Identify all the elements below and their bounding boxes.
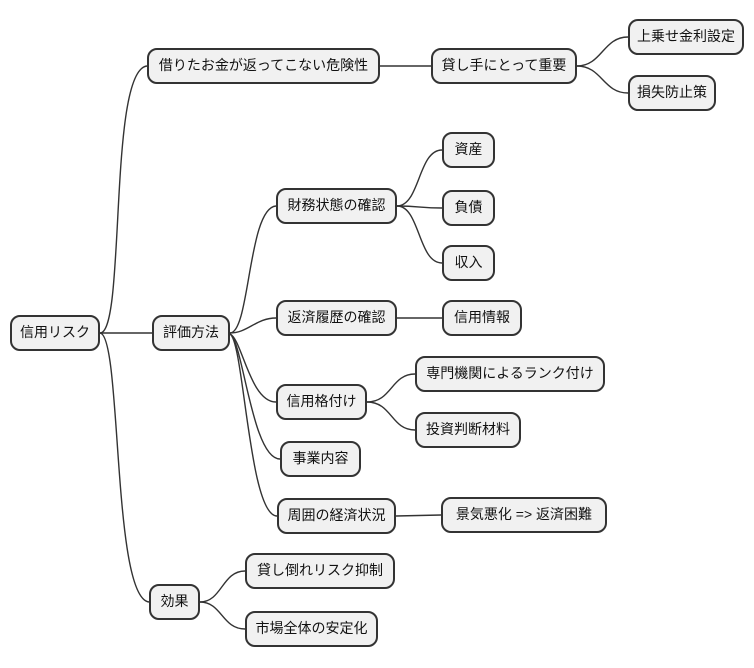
node-liabilities: 負債 — [442, 190, 495, 226]
node-market-stability: 市場全体の安定化 — [245, 611, 378, 647]
node-assets: 資産 — [442, 132, 495, 168]
edge-lender-markup-interest — [576, 36, 629, 67]
edge-effects-default-risk — [199, 570, 246, 603]
edge-evaluation-economy — [229, 333, 278, 517]
node-lender-importance: 貸し手にとって重要 — [431, 48, 577, 84]
edge-evaluation-repayment — [229, 317, 277, 334]
edge-rating-investment — [366, 401, 416, 431]
node-credit-info: 信用情報 — [442, 300, 522, 336]
edge-financial-income — [396, 205, 443, 264]
edge-rating-agency — [366, 373, 416, 403]
edge-root-risk-description — [99, 65, 148, 334]
edge-financial-assets — [396, 149, 443, 207]
node-evaluation-methods: 評価方法 — [152, 315, 230, 351]
edge-root-effects — [99, 332, 150, 603]
node-markup-interest: 上乗せ金利設定 — [628, 19, 744, 55]
node-income: 収入 — [442, 245, 495, 281]
node-credit-rating: 信用格付け — [276, 384, 367, 420]
node-investment-material: 投資判断材料 — [415, 412, 521, 448]
node-loss-prevention: 損失防止策 — [628, 75, 716, 111]
node-recession-difficulty: 景気悪化 => 返済困難 — [441, 497, 607, 533]
node-agency-ranking: 専門機関によるランク付け — [415, 356, 605, 392]
node-economic-conditions: 周囲の経済状況 — [277, 498, 396, 534]
node-root: 信用リスク — [10, 315, 100, 351]
edge-economy-recession — [395, 514, 442, 517]
edge-evaluation-financial — [229, 205, 277, 334]
node-financial-check: 財務状態の確認 — [276, 188, 397, 224]
edge-effects-market-stability — [199, 601, 246, 630]
edge-lender-loss-prevention — [576, 65, 629, 94]
node-business-content: 事業内容 — [280, 441, 361, 477]
edge-evaluation-rating — [229, 333, 277, 403]
node-repayment-history: 返済履歴の確認 — [276, 300, 397, 336]
node-effects: 効果 — [149, 584, 200, 620]
node-default-risk-control: 貸し倒れリスク抑制 — [245, 553, 395, 589]
edge-financial-liabilities — [396, 205, 443, 209]
node-risk-description: 借りたお金が返ってこない危険性 — [147, 48, 380, 84]
